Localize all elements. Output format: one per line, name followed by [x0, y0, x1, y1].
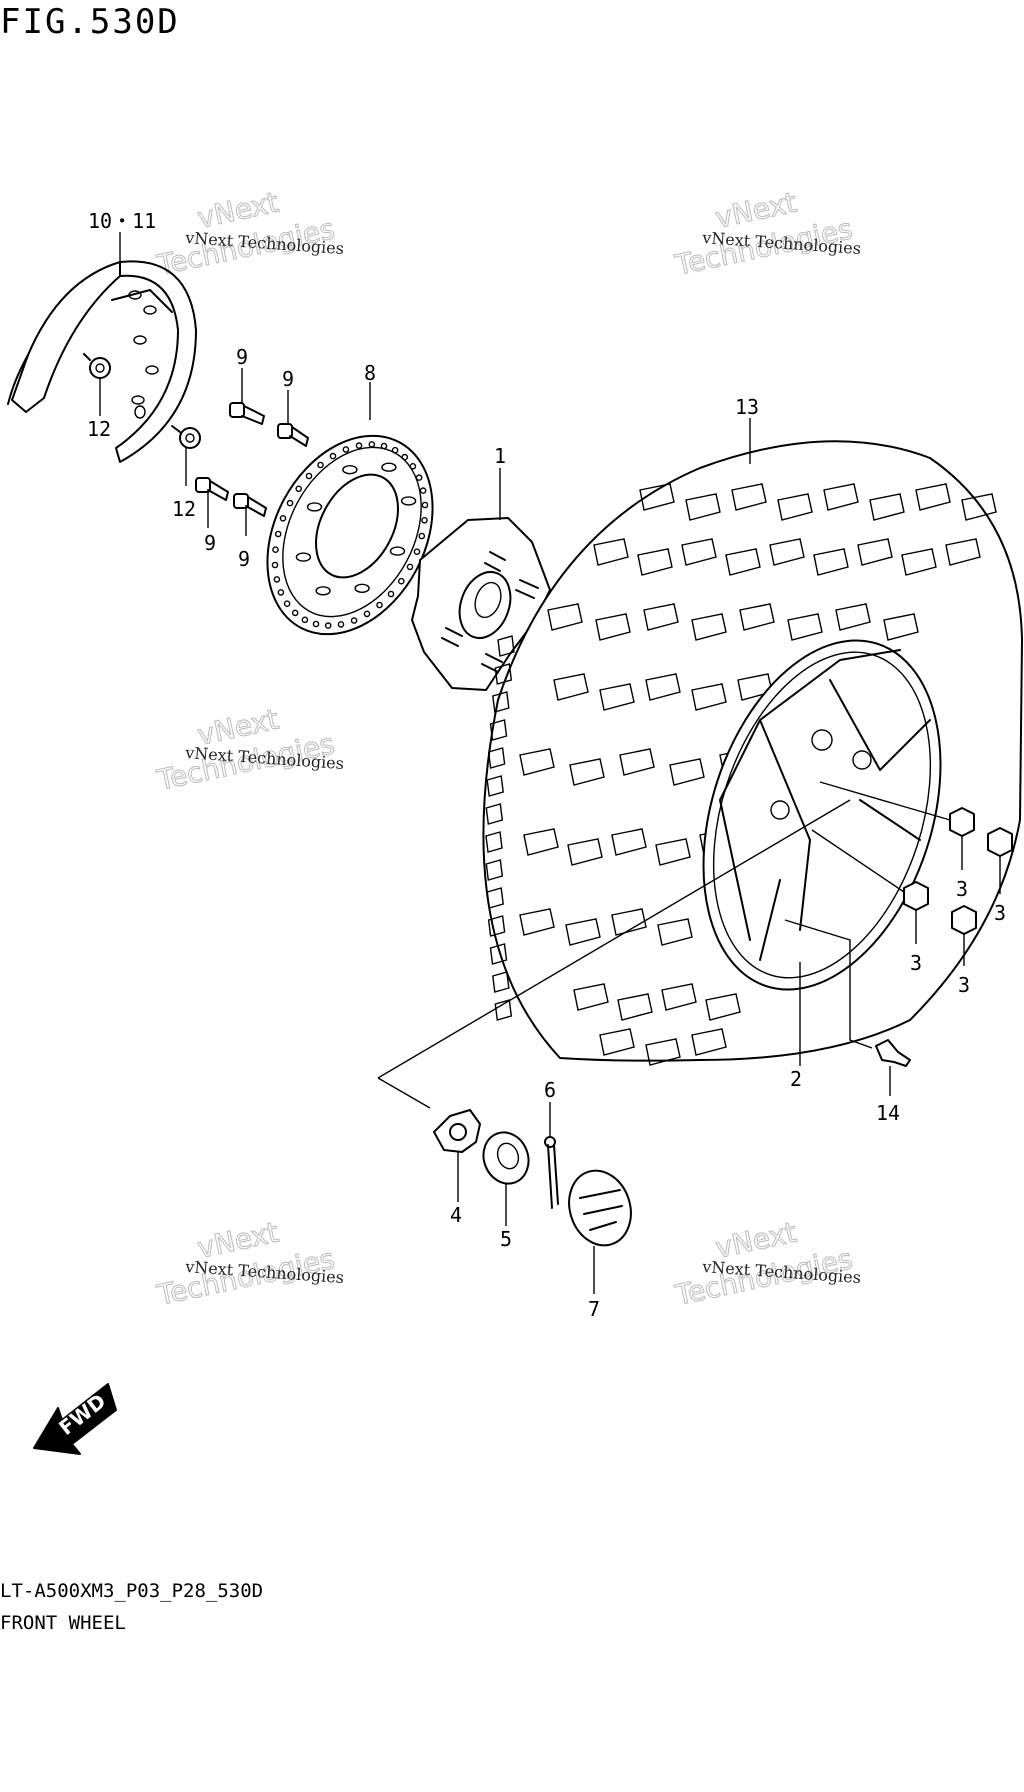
callout-12-b: 12 — [172, 497, 196, 521]
lock-washer — [433, 1109, 481, 1153]
callout-14: 14 — [876, 1101, 900, 1125]
bolt-12-b — [171, 425, 201, 449]
wheel-rim — [702, 639, 942, 991]
callout-8: 8 — [364, 361, 376, 385]
callout-9-c: 9 — [204, 531, 216, 555]
wheel-nut-3-b — [987, 827, 1013, 857]
bolt-9-b — [277, 423, 309, 447]
tire-valve — [875, 1039, 911, 1067]
callout-6: 6 — [544, 1078, 556, 1102]
callout-9-d: 9 — [238, 547, 250, 571]
callout-2: 2 — [790, 1067, 802, 1091]
callout-12-a: 12 — [87, 417, 111, 441]
callout-10-11: 10・11 — [88, 209, 156, 233]
callout-13: 13 — [735, 395, 759, 419]
callout-3-c: 3 — [910, 951, 922, 975]
wheel-nut-3-a — [949, 807, 975, 837]
callout-9-b: 9 — [282, 367, 294, 391]
wheel-hub — [411, 517, 551, 691]
hub-cap — [568, 1169, 632, 1247]
wheel-nut-3-c — [903, 881, 929, 911]
callout-1: 1 — [494, 444, 506, 468]
brake-disc-cover — [7, 260, 197, 463]
fwd-arrow-icon: FWD — [33, 1383, 117, 1455]
figure-title: FIG.530D — [0, 2, 180, 42]
bolt-9-d — [233, 493, 267, 517]
callout-4: 4 — [450, 1203, 462, 1227]
figure-name: FRONT WHEEL — [0, 1612, 126, 1634]
bolt-9-c — [195, 477, 229, 501]
callout-9-a: 9 — [236, 345, 248, 369]
brake-disc — [266, 434, 434, 636]
figure-code: LT-A500XM3_P03_P28_530D — [0, 1580, 264, 1602]
bolt-12-a — [83, 353, 111, 379]
bolt-9-a — [229, 402, 265, 425]
wheel-nut-3-d — [951, 905, 977, 935]
callout-3-a: 3 — [956, 877, 968, 901]
cotter-pin — [544, 1136, 559, 1209]
callout-3-b: 3 — [994, 901, 1006, 925]
callout-5: 5 — [500, 1227, 512, 1251]
castle-nut — [482, 1131, 530, 1185]
callout-7: 7 — [588, 1297, 600, 1321]
callout-3-d: 3 — [958, 973, 970, 997]
